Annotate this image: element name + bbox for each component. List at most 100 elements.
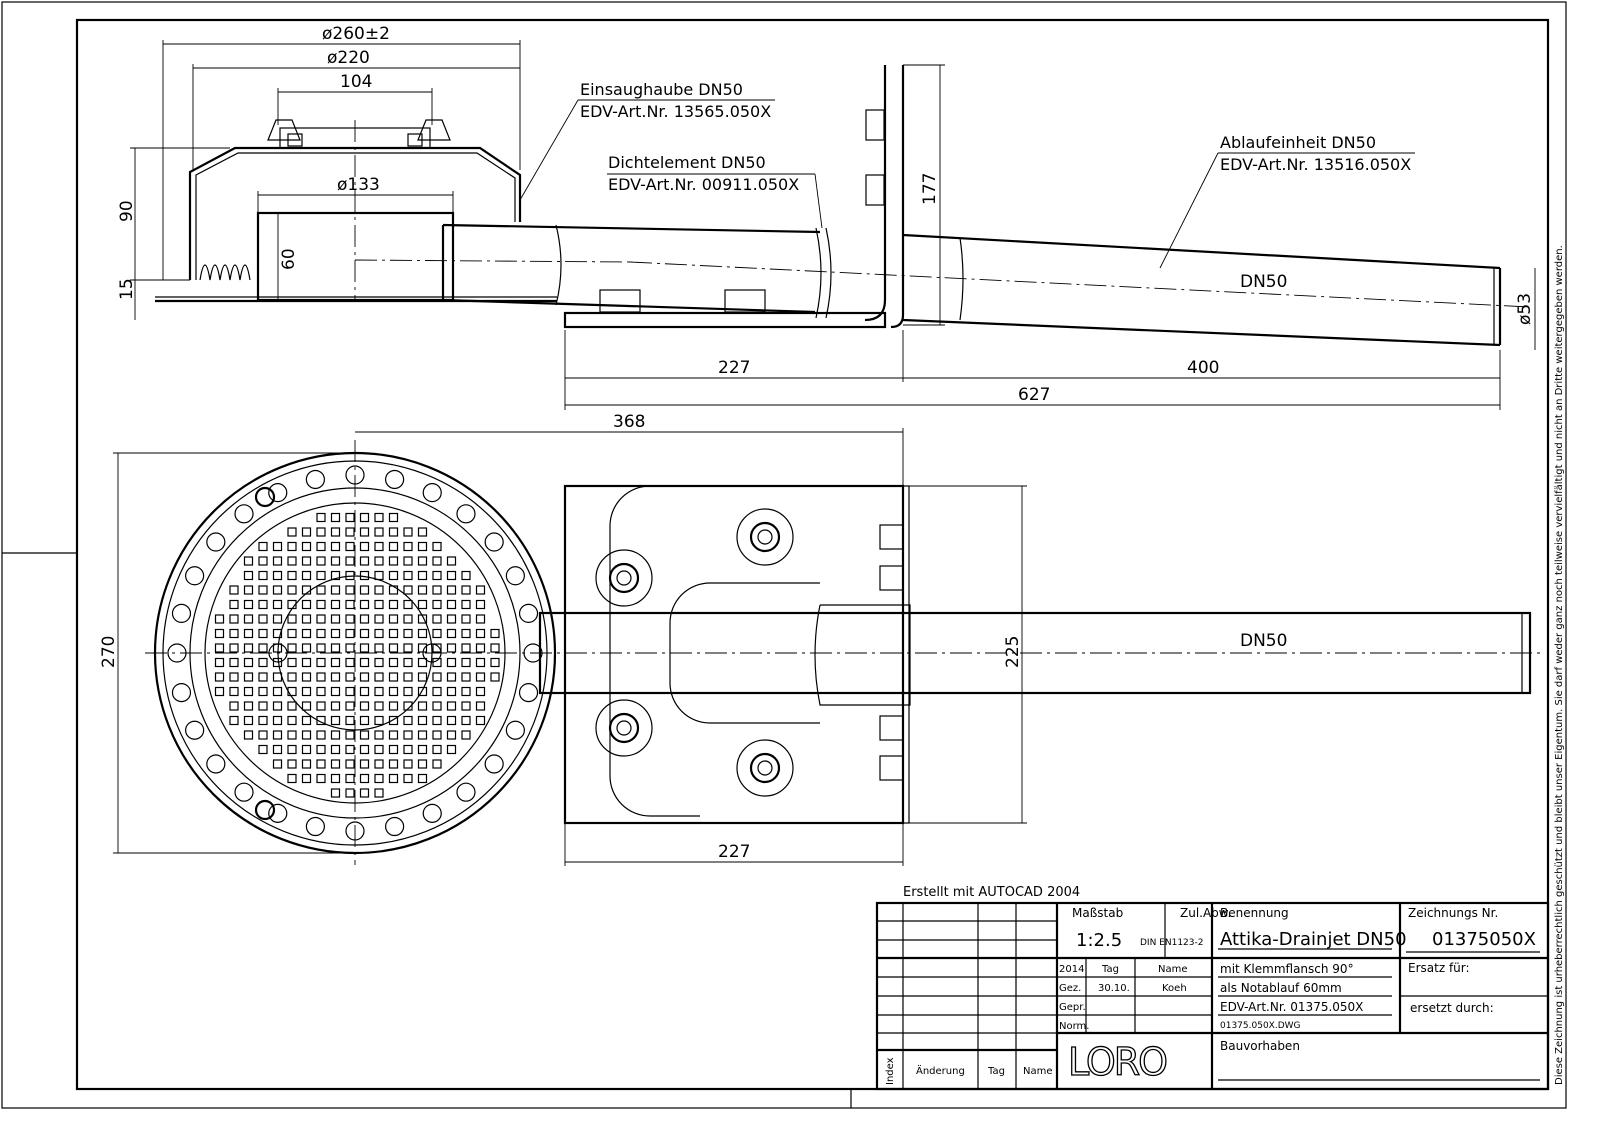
grate-hole (359, 788, 370, 798)
drawing-frame (75, 18, 1550, 1091)
svg-text:400: 400 (1187, 358, 1219, 378)
inlet-slot (422, 483, 442, 503)
grate-hole (475, 614, 486, 624)
grate-hole (403, 585, 413, 595)
grate-hole (388, 657, 399, 668)
grate-hole (475, 686, 486, 697)
inlet-slot (385, 816, 405, 837)
grate-hole (359, 730, 370, 740)
grate-hole (461, 570, 471, 581)
svg-text:EDV-Art.Nr. 00911.050X: EDV-Art.Nr. 00911.050X (608, 175, 799, 194)
grate-hole (461, 614, 471, 624)
grate-hole (403, 643, 413, 653)
grate-hole (301, 628, 312, 639)
inlet-slot (422, 803, 442, 823)
grate-hole (417, 628, 428, 639)
svg-text:Zeichnungs Nr.: Zeichnungs Nr. (1408, 906, 1498, 920)
svg-text:Bauvorhaben: Bauvorhaben (1220, 1039, 1300, 1053)
grate-hole (301, 614, 312, 624)
grate-hole (417, 643, 428, 653)
grate-hole (345, 541, 355, 552)
grate-hole (388, 570, 399, 581)
grate-hole (417, 556, 428, 566)
grate-hole (374, 773, 384, 784)
grate-hole (403, 527, 413, 537)
grate-hole (461, 686, 471, 697)
part-labels: Einsaughaube DN50 EDV-Art.Nr. 13565.050X… (519, 80, 1415, 269)
grate-hole (403, 672, 413, 682)
grate-hole (374, 585, 384, 595)
svg-text:Norm.: Norm. (1059, 1021, 1089, 1032)
drawing-number: 01375050X (1432, 929, 1536, 950)
inlet-slot (518, 603, 539, 623)
grate-hole (403, 730, 413, 740)
grate-hole (403, 556, 413, 566)
grate-hole (403, 570, 413, 581)
grate-hole (214, 657, 225, 668)
flange-nut (879, 715, 904, 741)
grate-hole (359, 527, 370, 537)
grate-hole (214, 643, 225, 653)
grate-hole (301, 759, 312, 769)
grate-hole (330, 759, 341, 769)
grate-hole (345, 715, 355, 726)
grate-hole (345, 512, 355, 523)
grate-hole (417, 701, 428, 711)
grate-hole (432, 599, 442, 610)
grate-hole (272, 759, 283, 769)
grate-hole (330, 773, 341, 784)
inlet-slot (171, 683, 192, 703)
grate-hole (374, 715, 384, 726)
grate-hole (475, 585, 486, 595)
grate-hole (345, 773, 355, 784)
grate-hole (330, 614, 341, 624)
grate-hole (388, 599, 399, 610)
grate-hole (243, 614, 254, 624)
grate-hole (374, 657, 384, 668)
grate-hole (301, 527, 312, 537)
grate-hole (316, 570, 326, 581)
grate-hole (359, 715, 370, 726)
grate-hole (388, 512, 399, 523)
grate-hole (287, 686, 297, 697)
inlet-slot (505, 566, 525, 586)
grate-hole (374, 628, 384, 639)
grate-hole (374, 701, 384, 711)
grate-hole (388, 773, 399, 784)
grate-hole (229, 599, 239, 610)
grate-hole (272, 570, 283, 581)
grate-hole (287, 614, 297, 624)
svg-text:270: 270 (99, 636, 119, 668)
grate-hole (243, 628, 254, 639)
grate-hole (374, 599, 384, 610)
grate-hole (446, 744, 457, 755)
grate-hole (345, 570, 355, 581)
grate-hole (316, 527, 326, 537)
flange-nut (879, 755, 904, 781)
grate-hole (258, 686, 268, 697)
grate-hole (417, 773, 428, 784)
grate-hole (461, 643, 471, 653)
grate-hole (272, 585, 283, 595)
grate-hole (345, 744, 355, 755)
svg-text:als Notablauf 60mm: als Notablauf 60mm (1220, 981, 1342, 995)
svg-text:30.10.: 30.10. (1098, 983, 1130, 994)
grate-hole (287, 556, 297, 566)
grate-hole (272, 556, 283, 566)
svg-text:Änderung: Änderung (916, 1064, 965, 1077)
grate-hole (272, 541, 283, 552)
grate-hole (432, 585, 442, 595)
grate-hole (446, 570, 457, 581)
plan-view: 368 270 225 227 DN50 (99, 412, 1540, 866)
inlet-slot (206, 532, 226, 552)
grate-hole (229, 701, 239, 711)
grate-hole (316, 628, 326, 639)
grate-hole (229, 715, 239, 726)
grate-hole (243, 585, 254, 595)
grate-hole (345, 643, 355, 653)
grate-hole (316, 701, 326, 711)
svg-text:90: 90 (117, 200, 137, 222)
grate-hole (417, 585, 428, 595)
grate-hole (316, 773, 326, 784)
grate-hole (388, 672, 399, 682)
